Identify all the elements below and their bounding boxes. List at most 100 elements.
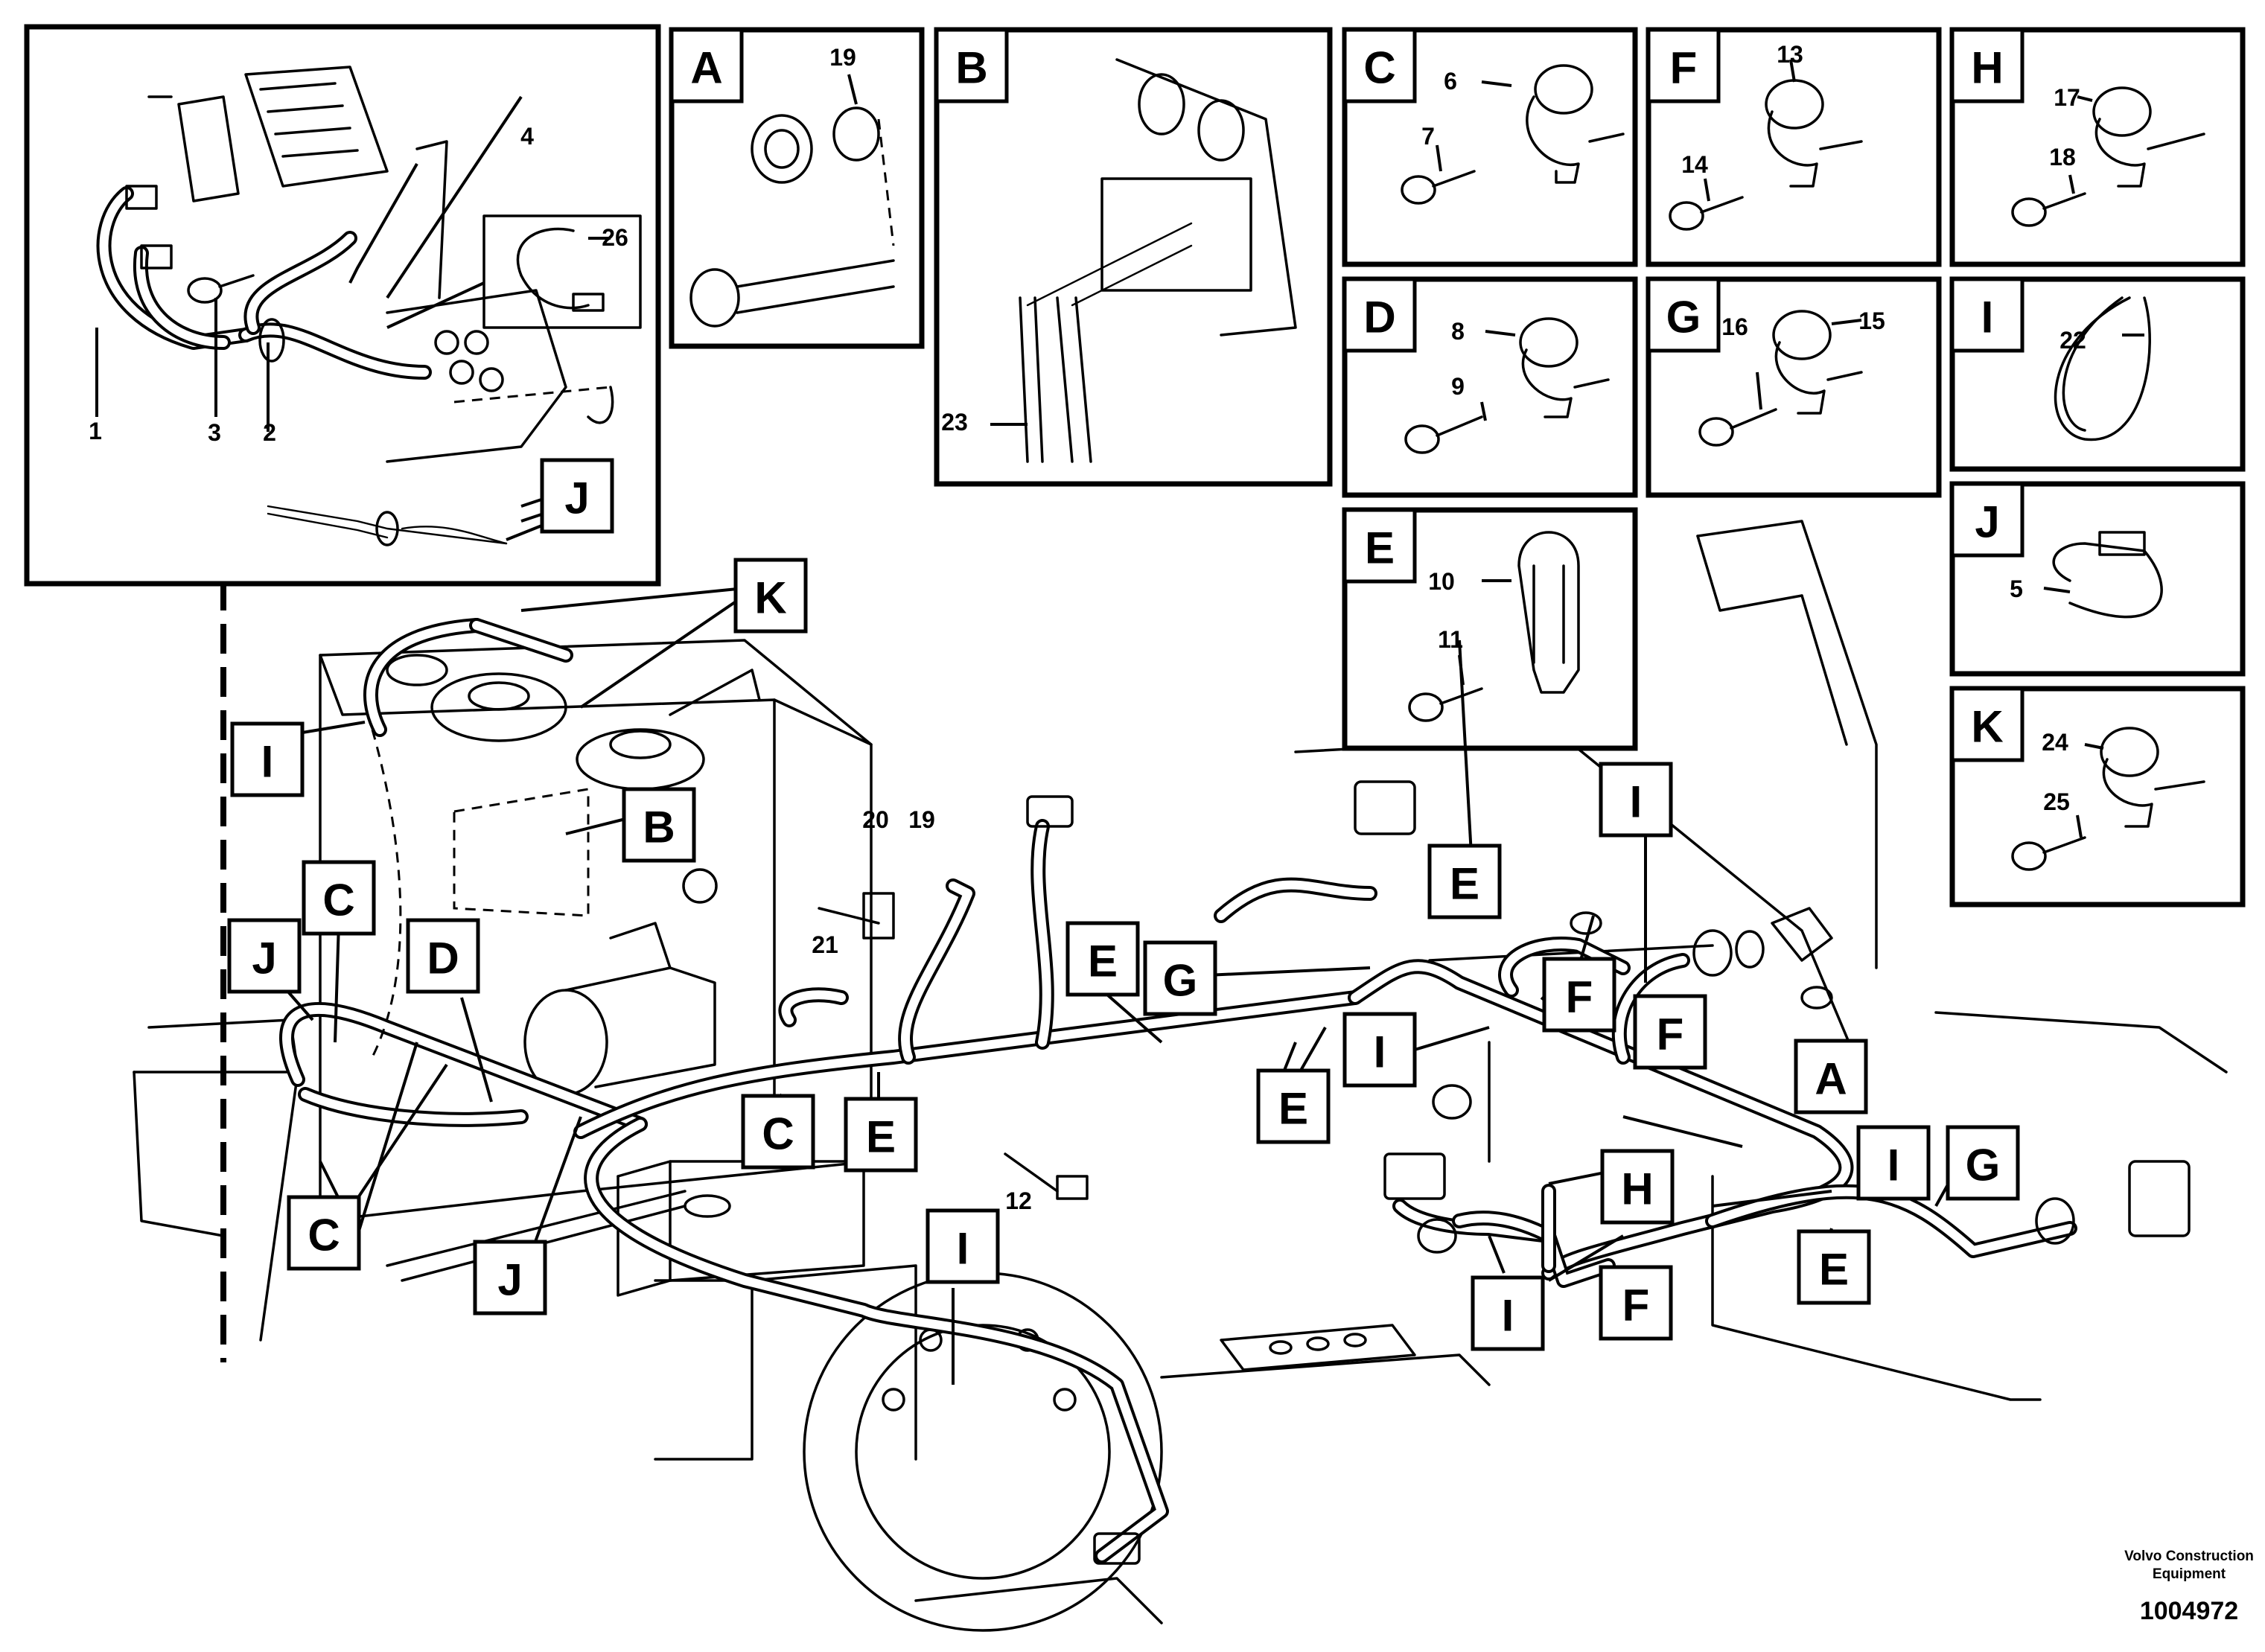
part-number-21: 21 — [812, 931, 838, 958]
footer-company-line2: Equipment — [2153, 1566, 2226, 1582]
callout-c-9: C — [287, 1195, 361, 1271]
callout-h-21-letter: H — [1621, 1164, 1653, 1214]
part-number-11: 11 — [1438, 626, 1463, 653]
detail-header-j-box — [1950, 482, 2025, 558]
detail-header-g-box — [1646, 277, 1721, 353]
detail-header-b-box — [934, 28, 1009, 103]
part-number-13: 13 — [1777, 41, 1803, 68]
detail-header-d-box — [1342, 277, 1417, 353]
detail-header-c-box — [1342, 28, 1417, 103]
part-number-9: 9 — [1451, 373, 1465, 400]
detail-header-k-box — [1950, 686, 2025, 762]
callout-c-4-letter: C — [322, 876, 354, 925]
detail-header-i-letter: I — [1981, 293, 1994, 342]
part-number-17: 17 — [2054, 84, 2080, 111]
callout-b-3-box — [622, 787, 696, 863]
hidden-box-outline — [453, 788, 590, 917]
part-number-18: 18 — [2049, 144, 2076, 170]
callout-e-12-letter: E — [1088, 937, 1118, 986]
callout-e-24-box — [1797, 1229, 1871, 1305]
callout-b-3-letter: B — [643, 803, 675, 852]
callout-e-16-box — [1427, 843, 1502, 919]
part-number-8: 8 — [1451, 318, 1465, 345]
callout-i-15-box — [1342, 1012, 1417, 1088]
detail-header-f-letter: F — [1670, 43, 1698, 93]
part-number-3: 3 — [208, 419, 221, 446]
detail-header-k: K — [1950, 686, 2025, 762]
part-number-1: 1 — [89, 418, 102, 444]
detail-panel-b — [934, 27, 1333, 487]
callout-e-24: E — [1797, 1229, 1871, 1305]
detail-header-f: F — [1646, 28, 1721, 103]
callout-f-25-box — [1599, 1265, 1673, 1341]
detail-header-b-letter: B — [955, 43, 987, 93]
callout-i-26-letter: I — [1502, 1291, 1514, 1341]
callout-c-7-letter: C — [762, 1109, 794, 1159]
callout-g-13-letter: G — [1163, 956, 1198, 1006]
part-number-4: 4 — [520, 123, 534, 150]
callout-i-26-box — [1471, 1275, 1545, 1351]
callout-e-14-box — [1256, 1068, 1331, 1144]
callout-i-2-letter: I — [261, 737, 274, 787]
callout-i-11: I — [926, 1208, 1000, 1284]
callout-i-11-box — [926, 1208, 1000, 1284]
detail-header-i: I — [1950, 277, 2025, 353]
callout-a-20-letter: A — [1815, 1054, 1847, 1104]
machine-outline — [133, 520, 2228, 1632]
detail-header-c-letter: C — [1363, 43, 1395, 93]
part-number-24: 24 — [2042, 729, 2068, 756]
callout-h-21-box — [1600, 1149, 1675, 1225]
callout-e-12: E — [1065, 921, 1140, 997]
callout-j-10: J — [473, 1240, 547, 1315]
callout-f-25: F — [1599, 1265, 1673, 1341]
callout-j-0: J — [540, 458, 614, 534]
callout-f-25-letter: F — [1622, 1281, 1650, 1330]
part-number-5: 5 — [2010, 575, 2023, 602]
callout-f-18-box — [1633, 994, 1707, 1070]
callout-k-1: K — [733, 558, 808, 634]
detail-header-h-letter: H — [1971, 43, 2003, 93]
detail-header-h-box — [1950, 28, 2025, 103]
callout-f-17-letter: F — [1566, 972, 1593, 1022]
callout-e-12-box — [1065, 921, 1140, 997]
detail-header-i-box — [1950, 277, 2025, 353]
part-number-12: 12 — [1005, 1187, 1032, 1214]
callout-k-1-letter: K — [754, 573, 786, 623]
callout-i-22: I — [1856, 1125, 1931, 1201]
callout-i-26: I — [1471, 1275, 1545, 1351]
detail-header-e: E — [1342, 508, 1417, 584]
part-number-22: 22 — [2059, 327, 2086, 354]
detail-header-e-letter: E — [1365, 523, 1395, 573]
callout-j-6-box — [227, 918, 302, 994]
detail-header-b: B — [934, 28, 1009, 103]
part-number-2: 2 — [263, 419, 276, 446]
part-number-15: 15 — [1858, 307, 1885, 334]
detail-header-d-letter: D — [1363, 293, 1395, 342]
part-number-7: 7 — [1421, 123, 1435, 150]
callout-j-0-letter: J — [564, 473, 589, 523]
callout-c-9-letter: C — [308, 1211, 340, 1260]
callout-j-6: J — [227, 918, 302, 994]
callout-g-23-letter: G — [1966, 1141, 2001, 1190]
callout-c-4: C — [302, 860, 376, 936]
callout-d-5-box — [406, 918, 480, 994]
part-number-16: 16 — [1721, 313, 1748, 340]
callout-i-19-letter: I — [1630, 777, 1643, 827]
part-number-10: 10 — [1428, 568, 1455, 595]
callout-g-23-box — [1946, 1125, 2020, 1201]
detail-header-f-box — [1646, 28, 1721, 103]
wire-harness — [279, 618, 2191, 1565]
part-number-19: 19 — [829, 44, 856, 71]
hidden-wire-line — [371, 729, 402, 1058]
callout-d-5: D — [406, 918, 480, 994]
part-number-19: 19 — [908, 806, 935, 833]
detail-header-c: C — [1342, 28, 1417, 103]
callout-i-2: I — [230, 721, 305, 797]
callout-j-10-box — [473, 1240, 547, 1315]
detail-header-j: J — [1950, 482, 2025, 558]
callout-j-0-box — [540, 458, 614, 534]
callout-c-9-box — [287, 1195, 361, 1271]
callout-i-11-letter: I — [957, 1224, 969, 1274]
